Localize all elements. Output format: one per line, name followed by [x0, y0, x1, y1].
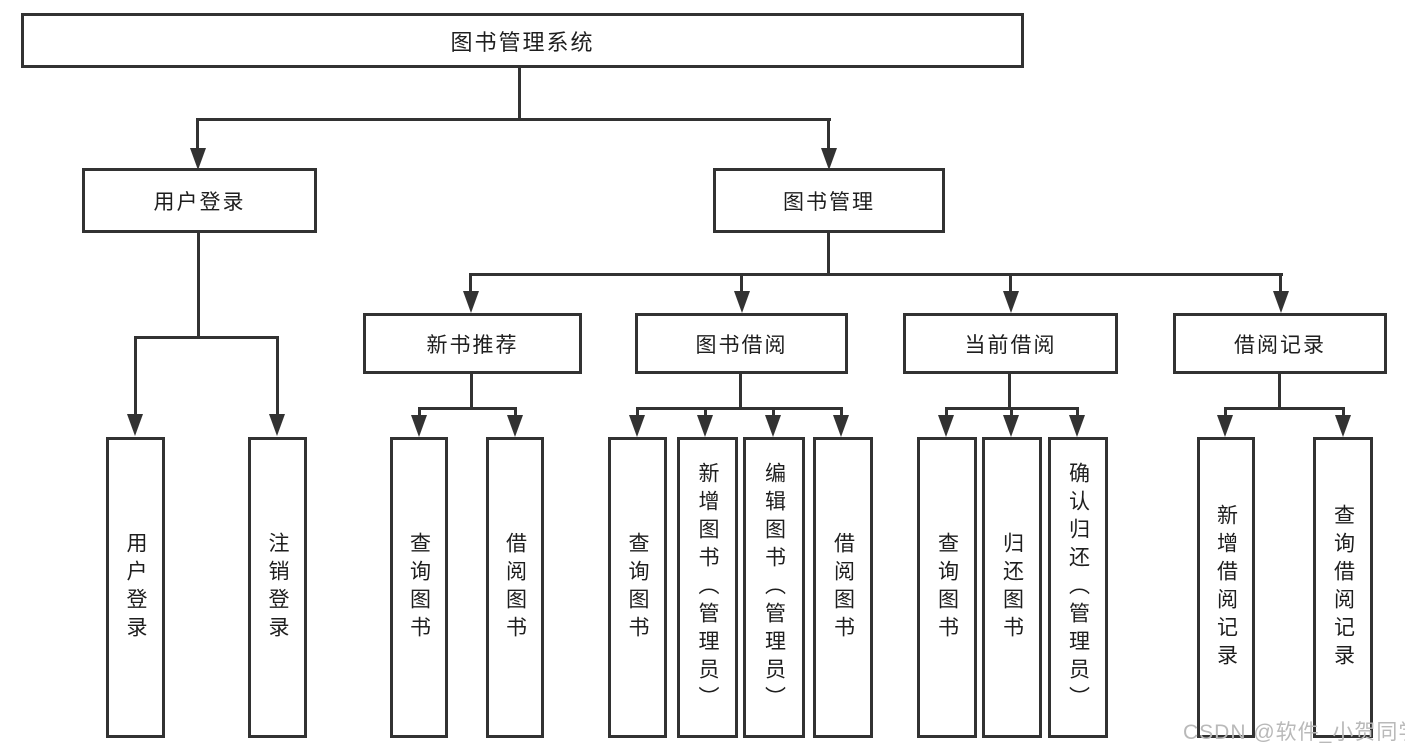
node-user-login: 用户登录: [82, 168, 317, 233]
leaf-confirm-return: 确认归还（管理员）: [1048, 437, 1108, 738]
leaf-confirm-return-label: 确认归还（管理员）: [1066, 461, 1090, 714]
connector-line: [1278, 374, 1281, 409]
connector-line: [197, 233, 200, 338]
leaf-user-login: 用户登录: [106, 437, 165, 738]
leaf-edit-book-label: 编辑图书（管理员）: [762, 461, 786, 714]
connector-line: [134, 336, 279, 339]
connector-line: [704, 407, 707, 417]
arrowhead-icon: [269, 414, 285, 436]
arrowhead-icon: [1003, 415, 1019, 437]
connector-line: [636, 407, 639, 417]
connector-line: [418, 407, 421, 417]
leaf-add-borrow-record: 新增借阅记录: [1197, 437, 1255, 738]
arrowhead-icon: [765, 415, 781, 437]
node-book-management-label: 图书管理: [783, 190, 875, 214]
connector-line: [739, 374, 742, 409]
arrowhead-icon: [1273, 291, 1289, 313]
connector-line: [196, 118, 831, 121]
connector-line: [1224, 407, 1227, 417]
leaf-add-borrow-record-label: 新增借阅记录: [1214, 503, 1238, 672]
leaf-borrow-book-1: 借阅图书: [486, 437, 544, 738]
node-new-book-recommend-label: 新书推荐: [426, 333, 519, 357]
connector-line: [1010, 407, 1013, 417]
arrowhead-icon: [1069, 415, 1085, 437]
arrowhead-icon: [629, 415, 645, 437]
connector-line: [772, 407, 775, 417]
connector-line: [418, 407, 517, 410]
leaf-return-book: 归还图书: [982, 437, 1042, 738]
leaf-logout-label: 注销登录: [266, 531, 289, 644]
arrowhead-icon: [938, 415, 954, 437]
connector-line: [1009, 273, 1012, 291]
arrowhead-icon: [190, 148, 206, 170]
connector-line: [276, 336, 279, 416]
arrowhead-icon: [127, 414, 143, 436]
leaf-query-book-3-label: 查询图书: [935, 531, 959, 644]
leaf-query-borrow-record-label: 查询借阅记录: [1331, 503, 1355, 672]
leaf-query-borrow-record: 查询借阅记录: [1313, 437, 1373, 738]
connector-line: [945, 407, 948, 417]
arrowhead-icon: [411, 415, 427, 437]
node-current-borrow-label: 当前借阅: [964, 333, 1057, 357]
leaf-borrow-book-2-label: 借阅图书: [831, 531, 855, 644]
connector-line: [1076, 407, 1079, 417]
leaf-borrow-book-1-label: 借阅图书: [503, 531, 527, 644]
connector-line: [1342, 407, 1345, 417]
arrowhead-icon: [821, 148, 837, 170]
leaf-edit-book: 编辑图书（管理员）: [743, 437, 805, 738]
leaf-query-book-2-label: 查询图书: [626, 531, 649, 644]
connector-line: [827, 233, 830, 275]
connector-line: [518, 68, 521, 121]
leaf-user-login-label: 用户登录: [124, 531, 147, 644]
connector-line: [1279, 273, 1282, 291]
node-borrow-record: 借阅记录: [1173, 313, 1387, 374]
node-new-book-recommend: 新书推荐: [363, 313, 582, 374]
node-user-login-label: 用户登录: [153, 190, 246, 214]
connector-line: [469, 273, 472, 291]
arrowhead-icon: [463, 291, 479, 313]
connector-line: [1008, 374, 1011, 409]
node-root-label: 图书管理系统: [450, 29, 595, 55]
connector-line: [740, 273, 743, 291]
node-book-borrow-label: 图书借阅: [695, 333, 788, 357]
leaf-return-book-label: 归还图书: [1000, 531, 1024, 644]
connector-line: [469, 273, 1283, 276]
connector-line: [636, 407, 843, 410]
leaf-query-book-2: 查询图书: [608, 437, 667, 738]
arrowhead-icon: [697, 415, 713, 437]
leaf-query-book-1-label: 查询图书: [407, 531, 431, 644]
arrowhead-icon: [734, 291, 750, 313]
leaf-borrow-book-2: 借阅图书: [813, 437, 873, 738]
node-borrow-record-label: 借阅记录: [1234, 333, 1326, 357]
node-book-management: 图书管理: [713, 168, 945, 233]
arrowhead-icon: [1217, 415, 1233, 437]
leaf-query-book-1: 查询图书: [390, 437, 448, 738]
leaf-query-book-3: 查询图书: [917, 437, 977, 738]
connector-line: [1224, 407, 1345, 410]
arrowhead-icon: [1003, 291, 1019, 313]
node-root: 图书管理系统: [21, 13, 1024, 68]
node-current-borrow: 当前借阅: [903, 313, 1118, 374]
connector-line: [470, 374, 473, 409]
connector-line: [134, 336, 137, 416]
arrowhead-icon: [1335, 415, 1351, 437]
arrowhead-icon: [507, 415, 523, 437]
arrowhead-icon: [833, 415, 849, 437]
connector-line: [514, 407, 517, 417]
connector-line: [827, 118, 830, 150]
connector-line: [196, 118, 199, 150]
leaf-add-book: 新增图书（管理员）: [677, 437, 738, 738]
node-book-borrow: 图书借阅: [635, 313, 848, 374]
leaf-add-book-label: 新增图书（管理员）: [696, 461, 719, 714]
connector-line: [840, 407, 843, 417]
csdn-watermark: CSDN @软件_小贺同学: [1183, 721, 1405, 744]
leaf-logout: 注销登录: [248, 437, 307, 738]
